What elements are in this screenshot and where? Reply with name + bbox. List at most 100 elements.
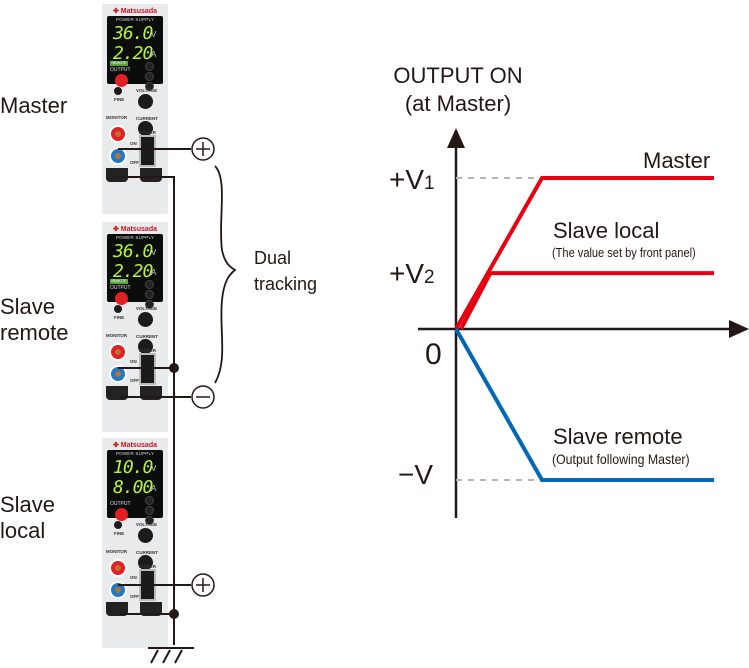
current-unit: A: [151, 268, 157, 277]
output-label: OUTPUT: [110, 285, 131, 291]
y-label-v2-text: +V: [389, 258, 425, 289]
positive-terminal[interactable]: [109, 125, 127, 143]
y-label-v1: +V1: [389, 164, 435, 196]
power-label: POWER: [139, 130, 157, 135]
display-header: POWER SUPPLY: [115, 451, 155, 456]
dual-tracking-line2: tracking: [254, 274, 318, 294]
voltage-readout: 10.0: [113, 457, 153, 478]
power-label: POWER: [139, 348, 157, 353]
off-label: OFF: [130, 594, 139, 599]
power-label: POWER: [139, 564, 157, 569]
graph-title: OUTPUT ON (at Master): [373, 62, 543, 118]
voltage-knob[interactable]: [138, 528, 153, 543]
unit-foot-left: [106, 168, 128, 182]
remote-badge: REMOTE: [110, 61, 128, 66]
dual-tracking-brace: [214, 165, 237, 384]
current-knob[interactable]: [138, 121, 153, 136]
lock-button[interactable]: [145, 300, 154, 309]
voltage-knob-label: VOLTAGE: [136, 306, 158, 311]
y-label-v2: +V2: [389, 258, 435, 290]
y-axis-arrow-icon: [447, 128, 465, 148]
output-label: OUTPUT: [110, 501, 131, 507]
fine-button[interactable]: [114, 305, 122, 313]
lock-button[interactable]: [145, 516, 154, 525]
voltage-knob[interactable]: [138, 94, 153, 109]
unit-foot-right: [140, 602, 162, 616]
series-line-slave-remote: [454, 328, 714, 482]
output-button[interactable]: [115, 292, 128, 305]
brand-logo: ✤ Matsusada: [113, 442, 157, 449]
positive-terminal[interactable]: [109, 343, 127, 361]
fine-label: FINE: [114, 97, 125, 102]
display-panel: POWER SUPPLY 10.0 V 8.00 A OUTPUT: [107, 450, 163, 525]
output-button[interactable]: [115, 74, 128, 87]
voltage-knob-label: VOLTAGE: [136, 88, 158, 93]
fine-button[interactable]: [114, 521, 122, 529]
current-knob-label: CURRENT: [136, 116, 158, 121]
voltage-readout: 36.0: [113, 241, 153, 262]
series-line-slave-local: [459, 271, 714, 330]
display-header: POWER SUPPLY: [115, 17, 155, 22]
label-slave-local-line2: local: [0, 518, 46, 543]
graph-title-line2: (at Master): [404, 91, 512, 116]
off-label: OFF: [130, 160, 139, 165]
set-button[interactable]: [145, 62, 154, 71]
fine-label: FINE: [114, 315, 125, 320]
current-readout: 2.20: [113, 43, 153, 64]
display-panel: POWER SUPPLY 36.0 V 2.20 A REMOTE OUTPUT: [107, 234, 163, 309]
ground-hatch-2: [162, 649, 171, 664]
fine-button[interactable]: [114, 87, 122, 95]
label-slave-local-line1: Slave: [0, 492, 56, 517]
output-label: OUTPUT: [110, 67, 131, 73]
lock-button[interactable]: [145, 82, 154, 91]
positive-terminal[interactable]: [109, 559, 127, 577]
y-label-v1-sub: 1: [424, 173, 435, 194]
label-slave-local: Slave local: [0, 492, 55, 544]
series-label-master: Master: [643, 148, 711, 173]
ground-hatch-3: [174, 649, 183, 664]
voltage-unit: V: [151, 464, 157, 473]
series-note-slave-local: (The value set by front panel): [552, 245, 696, 260]
current-knob-label: CURRENT: [136, 334, 158, 339]
ocp-button[interactable]: [145, 290, 154, 299]
negative-terminal[interactable]: [109, 365, 127, 383]
current-readout: 8.00: [113, 477, 153, 498]
label-master: Master: [0, 93, 68, 118]
ocp-button[interactable]: [145, 506, 154, 515]
set-button[interactable]: [145, 496, 154, 505]
set-button[interactable]: [145, 280, 154, 289]
current-unit: A: [151, 50, 157, 59]
label-slave-remote-line1: Slave: [0, 294, 56, 319]
current-knob[interactable]: [138, 555, 153, 570]
display-header: POWER SUPPLY: [115, 235, 155, 240]
off-label: OFF: [130, 378, 139, 383]
current-readout: 2.20: [113, 261, 153, 282]
power-supply-master: ✤ Matsusada POWER SUPPLY 36.0 V 2.20 A R…: [102, 4, 168, 214]
remote-badge: REMOTE: [110, 279, 128, 284]
current-unit: A: [151, 484, 157, 493]
junction-dot-local: [169, 609, 179, 619]
display-panel: POWER SUPPLY 36.0 V 2.20 A REMOTE OUTPUT: [107, 16, 163, 91]
junction-dot-remote: [169, 363, 179, 373]
current-knob[interactable]: [138, 339, 153, 354]
graph: [418, 128, 749, 518]
label-slave-remote-line2: remote: [0, 320, 69, 345]
power-switch[interactable]: [139, 135, 156, 167]
dual-tracking-line1: Dual: [254, 248, 292, 268]
brand-logo: ✤ Matsusada: [113, 8, 157, 15]
unit-foot-right: [140, 168, 162, 182]
dual-tracking-label: Dual tracking: [254, 245, 317, 297]
wire-master-negative-bus: [118, 176, 175, 645]
ocp-button[interactable]: [145, 72, 154, 81]
on-label: ON: [130, 141, 137, 146]
series-note-slave-remote: (Output following Master): [552, 451, 690, 467]
voltage-knob-label: VOLTAGE: [136, 522, 158, 527]
label-slave-remote: Slave remote: [0, 294, 68, 346]
voltage-knob[interactable]: [138, 312, 153, 327]
voltage-readout: 36.0: [113, 23, 153, 44]
y-label-v1-text: +V: [389, 164, 425, 195]
on-label: ON: [130, 359, 137, 364]
output-button[interactable]: [115, 508, 128, 521]
series-line-master: [454, 176, 714, 330]
